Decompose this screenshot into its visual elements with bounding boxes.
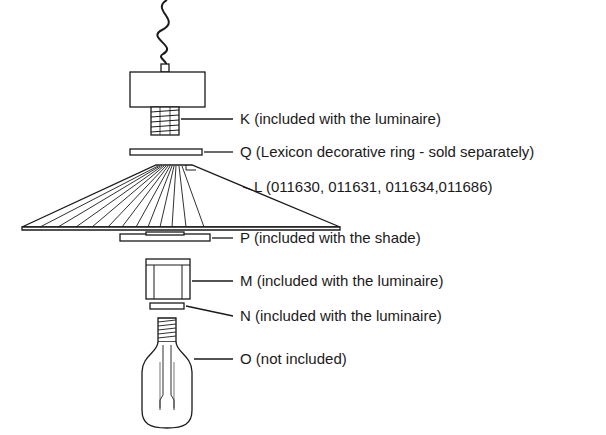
part-label: L (011630, 011631, 011634,011686) <box>254 178 493 196</box>
part-label: M (included with the luminaire) <box>240 272 443 290</box>
part-label: Q (Lexicon decorative ring - sold separa… <box>240 143 534 161</box>
part-label: P (included with the shade) <box>240 229 421 247</box>
part-label: N (included with the luminaire) <box>240 307 442 325</box>
part-label: K (included with the luminaire) <box>240 110 441 128</box>
part-label: O (not included) <box>240 350 347 368</box>
